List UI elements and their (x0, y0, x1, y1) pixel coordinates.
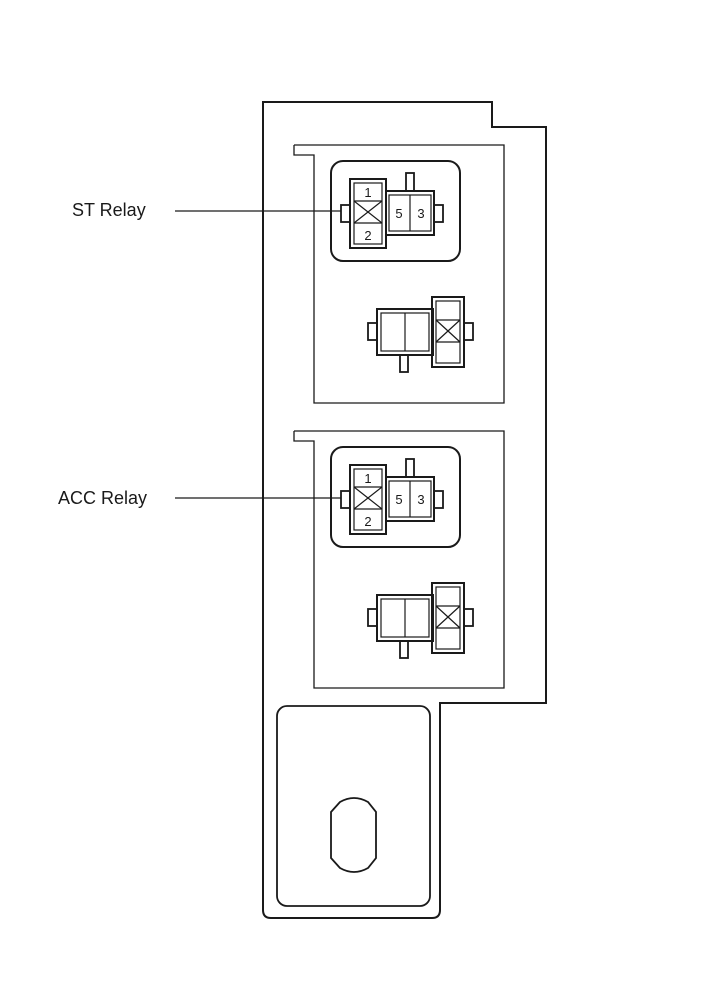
relay-block-housing (262, 101, 547, 919)
acc-relay-compartment: 1 2 5 3 (293, 430, 505, 689)
mounting-tab (276, 705, 431, 907)
acc-relay-label: ACC Relay (58, 488, 148, 508)
acc-relay-connector: 1 2 5 3 (340, 458, 444, 535)
st-relay-connector: 1 2 5 3 (340, 172, 444, 249)
acc-relay-pin-3: 3 (417, 492, 424, 507)
acc-relay-pin-5: 5 (395, 492, 402, 507)
st-relay-pin-5: 5 (395, 206, 402, 221)
acc-relay-pin-2: 2 (364, 514, 371, 529)
st-relay-label: ST Relay (72, 200, 146, 220)
st-relay-pin-3: 3 (417, 206, 424, 221)
upper-socket-connector (367, 296, 474, 373)
lower-socket-connector (367, 582, 474, 659)
st-relay-pin-1: 1 (364, 185, 371, 200)
st-relay-compartment: 1 2 5 3 (293, 144, 505, 404)
acc-relay-pin-1: 1 (364, 471, 371, 486)
st-relay-pin-2: 2 (364, 228, 371, 243)
mounting-hole (330, 797, 377, 873)
